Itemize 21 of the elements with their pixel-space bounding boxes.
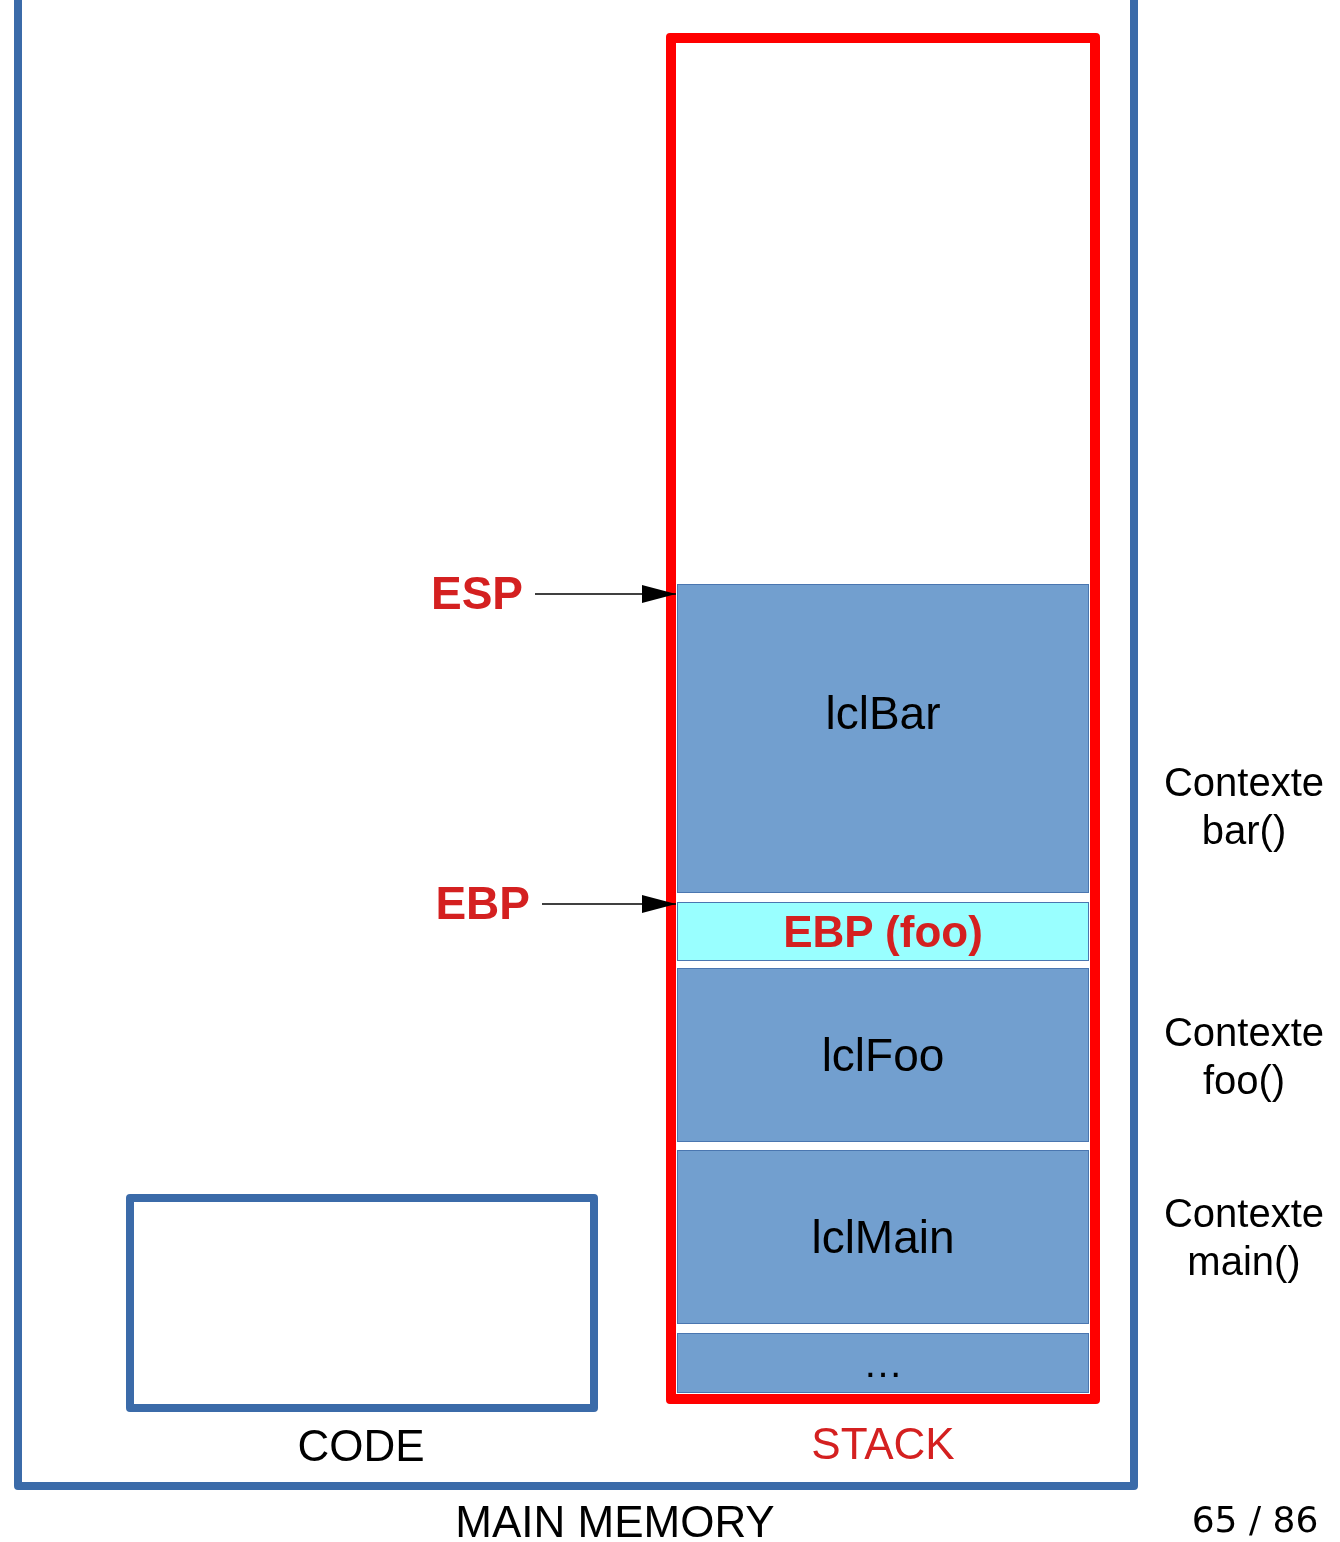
stack-frame	[677, 1150, 1089, 1324]
frame-label: lclMain	[811, 1211, 955, 1263]
memory-heading: MAIN MEMORY	[455, 1497, 775, 1542]
stack-frame	[677, 584, 1089, 893]
register-label: ESP	[405, 565, 523, 621]
context-label: Contexte bar()	[1162, 759, 1326, 854]
code-heading: CODE	[297, 1421, 425, 1471]
register-label: EBP	[410, 875, 530, 931]
arrow	[534, 585, 677, 603]
stack-heading: STACK	[811, 1419, 955, 1469]
context-label: Contexte foo()	[1162, 1009, 1326, 1104]
stack-frame	[677, 968, 1089, 1142]
frame-label: lclBar	[825, 687, 941, 739]
stack-frame	[677, 1333, 1089, 1393]
frame-label: lclFoo	[821, 1029, 945, 1081]
page-number: 65 / 86	[1190, 1498, 1320, 1542]
stack-slot	[677, 902, 1089, 961]
context-label: Contexte main()	[1162, 1190, 1326, 1285]
frame-label: …	[863, 1341, 903, 1385]
arrow	[541, 895, 677, 913]
frame-label: EBP (foo)	[783, 907, 983, 956]
